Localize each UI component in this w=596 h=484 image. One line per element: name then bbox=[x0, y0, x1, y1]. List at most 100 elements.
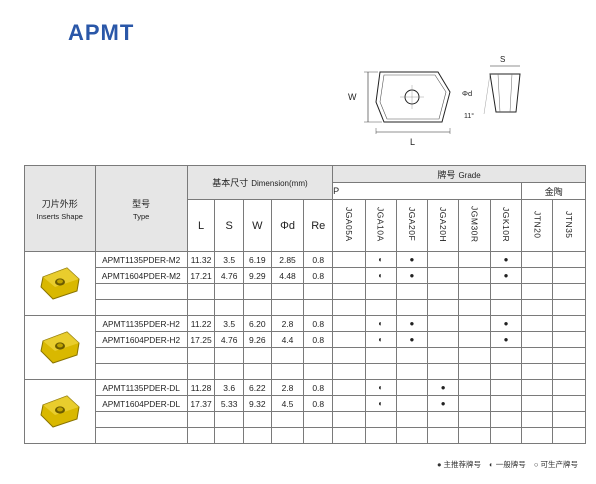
grade-col-jga20h: JGA20H bbox=[427, 199, 459, 252]
insert-top-view bbox=[375, 71, 451, 123]
type-cell bbox=[94, 363, 188, 380]
dim-cell-l bbox=[186, 347, 216, 364]
grade-mark-cell bbox=[427, 427, 459, 444]
grade-mark-cell bbox=[332, 331, 366, 348]
grade-mark-cell bbox=[489, 379, 523, 396]
type-cell: APMT1135PDER-H2 bbox=[94, 315, 188, 332]
grade-mark-cell bbox=[521, 299, 554, 316]
dim-cell-d bbox=[270, 427, 305, 444]
grade-mark-cell bbox=[395, 283, 429, 300]
grade-mark-cell bbox=[489, 347, 523, 364]
dim-s-label: S bbox=[500, 55, 505, 64]
grade-mark-cell: ● bbox=[489, 267, 523, 284]
dim-cell-s: 5.33 bbox=[214, 395, 245, 412]
dim-cell-d: 2.8 bbox=[270, 379, 305, 396]
dim-d-label: Φd bbox=[462, 89, 472, 98]
page-title: APMT bbox=[68, 20, 135, 45]
dim-cell-re: 0.8 bbox=[303, 251, 334, 268]
grade-mark-cell bbox=[395, 379, 429, 396]
grade-mark-cell bbox=[521, 331, 554, 348]
dim-cell-re: 0.8 bbox=[303, 315, 334, 332]
grade-mark-cell bbox=[457, 299, 491, 316]
grade-col-jga10a: JGA10A bbox=[364, 199, 397, 252]
grade-mark-cell bbox=[489, 427, 523, 444]
grade-mark-cell: ● bbox=[395, 251, 429, 268]
grade-mark-cell bbox=[395, 411, 429, 428]
grade-mark-cell bbox=[332, 363, 366, 380]
dim-cell-w: 9.26 bbox=[243, 331, 272, 348]
grade-col-jtn35: JTN35 bbox=[552, 199, 586, 252]
type-cell: APMT1604PDER-M2 bbox=[94, 267, 188, 284]
dim-cell-w bbox=[243, 427, 272, 444]
table-row bbox=[25, 427, 586, 444]
dim-w-label: W bbox=[348, 92, 357, 102]
grade-mark-cell: ● bbox=[395, 331, 429, 348]
dim-cell-s: 3.5 bbox=[214, 315, 245, 332]
dim-cell-re bbox=[303, 283, 334, 300]
type-cell bbox=[94, 283, 188, 300]
col-w: W bbox=[243, 199, 272, 252]
grade-mark-cell bbox=[489, 411, 523, 428]
grade-mark-cell bbox=[457, 331, 491, 348]
dim-cell-w bbox=[243, 283, 272, 300]
dim-cell-d bbox=[270, 299, 305, 316]
grade-col-jga20f: JGA20F bbox=[395, 199, 429, 252]
grade-mark-cell bbox=[552, 299, 586, 316]
legend: ● 主推荐牌号 ◐ 一般牌号 ○ 可生产牌号 bbox=[431, 459, 578, 470]
grade-mark-cell: ◐ bbox=[364, 251, 397, 268]
grade-mark-cell bbox=[552, 411, 586, 428]
dim-cell-re bbox=[303, 411, 334, 428]
dim-cell-d bbox=[270, 363, 305, 380]
dim-cell-s: 3.6 bbox=[214, 379, 245, 396]
table-row bbox=[25, 411, 586, 428]
grade-mark-cell bbox=[489, 363, 523, 380]
dim-cell-s bbox=[214, 363, 245, 380]
legend-general: ◐ 一般牌号 bbox=[489, 460, 526, 469]
grade-mark-cell bbox=[332, 267, 366, 284]
dim-cell-s: 3.5 bbox=[214, 251, 245, 268]
grade-mark-cell bbox=[427, 251, 459, 268]
grade-mark-cell: ◐ bbox=[364, 331, 397, 348]
grade-mark-cell bbox=[521, 251, 554, 268]
dim-cell-l: 11.28 bbox=[186, 379, 216, 396]
grade-mark-cell: ◐ bbox=[364, 379, 397, 396]
grade-mark-cell bbox=[427, 347, 459, 364]
grade-mark-cell bbox=[521, 395, 554, 412]
grade-mark-cell: ● bbox=[427, 379, 459, 396]
dim-cell-s bbox=[214, 299, 245, 316]
grade-mark-cell bbox=[552, 331, 586, 348]
grade-mark-cell bbox=[457, 251, 491, 268]
grade-mark-cell: ● bbox=[489, 331, 523, 348]
dim-cell-w: 6.22 bbox=[243, 379, 272, 396]
dim-cell-l bbox=[186, 411, 216, 428]
grade-mark-cell bbox=[521, 363, 554, 380]
grade-mark-cell bbox=[521, 347, 554, 364]
dim-cell-re bbox=[303, 299, 334, 316]
grade-mark-cell bbox=[457, 395, 491, 412]
grade-mark-cell bbox=[552, 283, 586, 300]
dim-cell-l: 17.25 bbox=[186, 331, 216, 348]
dim-cell-l: 17.21 bbox=[186, 267, 216, 284]
grade-mark-cell bbox=[427, 411, 459, 428]
type-cell bbox=[94, 299, 188, 316]
legend-optional: ○ 可生产牌号 bbox=[533, 460, 578, 469]
grade-mark-cell bbox=[552, 347, 586, 364]
grade-mark-cell: ● bbox=[395, 267, 429, 284]
insert-shape-cell bbox=[24, 379, 96, 444]
grade-col-jgm30r: JGM30R bbox=[457, 199, 491, 252]
col-s: S bbox=[214, 199, 245, 252]
grade-group-cermet: 金陶 bbox=[521, 182, 586, 200]
grade-mark-cell bbox=[489, 395, 523, 412]
grade-mark-cell bbox=[395, 363, 429, 380]
grade-mark-cell bbox=[521, 427, 554, 444]
dim-cell-w bbox=[243, 347, 272, 364]
grade-mark-cell bbox=[332, 347, 366, 364]
dim-cell-d: 4.4 bbox=[270, 331, 305, 348]
dim-cell-re bbox=[303, 363, 334, 380]
grade-mark-cell bbox=[332, 427, 366, 444]
